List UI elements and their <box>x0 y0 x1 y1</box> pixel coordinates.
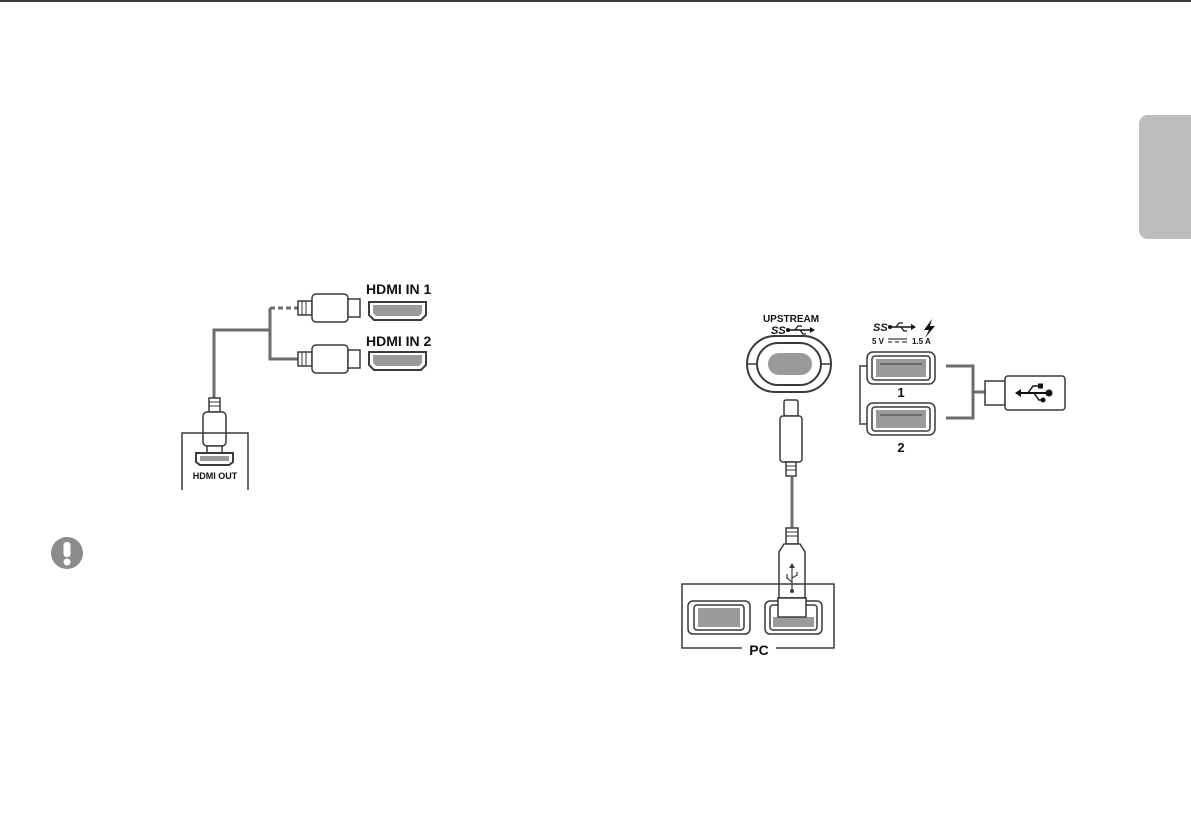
hdmi-in-2-port <box>369 352 426 370</box>
usb-c-upstream-port <box>747 336 831 392</box>
pc-label: PC <box>749 642 768 658</box>
hdmi-cable <box>214 308 270 398</box>
usb-downstream-logo: SS <box>873 322 916 334</box>
usb-ports-bracket <box>860 366 867 424</box>
hdmi-in-1-label: HDMI IN 1 <box>366 281 432 297</box>
pc-usb-port-1 <box>688 601 750 634</box>
hdmi-in-1-port <box>369 302 426 320</box>
usb-port-2-number: 2 <box>897 440 904 455</box>
usb-c-plug <box>780 400 802 476</box>
note-icon <box>51 537 83 569</box>
svg-text:SS: SS <box>873 322 888 334</box>
hdmi-diagram: HDMI IN 1 HDMI IN 2 HDMI OUT <box>182 281 432 490</box>
charging-bolt-icon <box>924 319 935 338</box>
hdmi-connector-1 <box>298 294 360 322</box>
pc-usb-port-2 <box>765 598 822 634</box>
hdmi-cable-branch <box>270 330 298 359</box>
usb-rating-current: 1.5 A <box>912 337 931 346</box>
usb-rating-voltage: 5 V <box>872 337 885 346</box>
usb-downstream-port-2 <box>867 403 935 435</box>
hdmi-source-connector <box>203 398 226 456</box>
hdmi-out-label: HDMI OUT <box>193 471 238 481</box>
hdmi-in-2-label: HDMI IN 2 <box>366 333 432 349</box>
usb-diagram: UPSTREAM SS <box>682 314 1065 658</box>
usb-upstream-label: UPSTREAM <box>763 314 819 325</box>
usb-port-1-number: 1 <box>897 385 904 400</box>
hdmi-connector-2 <box>298 345 360 373</box>
dc-symbol-icon <box>888 339 907 342</box>
usb-device-bracket <box>946 366 985 418</box>
usb-downstream-port-1 <box>867 352 935 384</box>
